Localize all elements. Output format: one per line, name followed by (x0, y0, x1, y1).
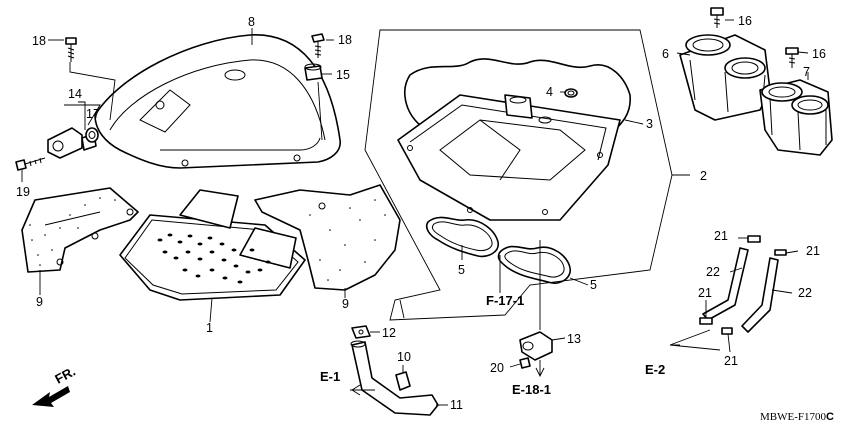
clip-10 (395, 371, 411, 391)
screw-18-left (65, 37, 77, 62)
label-20: 20 (490, 361, 504, 375)
screw-20 (519, 357, 531, 369)
reference-labels: F-17-1 E-1 E-2 E-18-1 FR. (52, 293, 665, 397)
screw-16-right (785, 47, 799, 68)
screw-19 (15, 157, 46, 171)
explode-frame (364, 29, 673, 321)
label-10: 10 (397, 350, 411, 364)
label-12: 12 (382, 326, 396, 340)
label-9-right: 9 (342, 297, 349, 311)
grommet-4 (564, 88, 578, 98)
label-22-left: 22 (706, 265, 720, 279)
screw-16-top (710, 7, 724, 28)
label-14: 14 (68, 87, 82, 101)
label-6: 6 (662, 47, 669, 61)
ref-e-2: E-2 (645, 362, 665, 377)
air-cleaner-cover (94, 34, 341, 169)
label-8: 8 (248, 15, 255, 29)
label-9-left: 9 (36, 295, 43, 309)
label-16-top: 16 (738, 14, 752, 28)
label-21-b: 21 (806, 244, 820, 258)
label-13: 13 (567, 332, 581, 346)
ref-f-17-1: F-17-1 (486, 293, 524, 308)
label-1: 1 (206, 321, 213, 335)
label-21-d: 21 (724, 354, 738, 368)
sensor-13 (519, 331, 553, 361)
gasket-5-right (497, 245, 571, 284)
breather-fitting (47, 127, 99, 159)
part-number-labels: 8 18 14 17 19 18 15 9 1 9 4 3 2 5 5 6 7 … (16, 14, 826, 412)
foam-seal-left (21, 187, 139, 273)
leader-lines (21, 19, 809, 406)
label-5-left: 5 (458, 263, 465, 277)
label-4: 4 (546, 85, 553, 99)
label-19: 19 (16, 185, 30, 199)
air-cleaner-case (397, 94, 621, 221)
label-7: 7 (803, 65, 810, 79)
label-18-right: 18 (338, 33, 352, 47)
diagram-code: MBWE-F1700C (760, 411, 834, 423)
label-2: 2 (700, 169, 707, 183)
air-filter-element (119, 189, 306, 301)
breather-tube-11 (350, 340, 439, 416)
clips-21 (699, 235, 787, 335)
ref-e-1: E-1 (320, 369, 340, 384)
front-direction-arrow (32, 386, 70, 407)
screw-18-right (311, 33, 325, 58)
front-direction-label: FR. (52, 364, 78, 387)
label-5-right: 5 (590, 278, 597, 292)
drain-tube-right (741, 257, 779, 333)
label-15: 15 (336, 68, 350, 82)
ref-e-18-1: E-18-1 (512, 382, 551, 397)
label-11: 11 (450, 398, 463, 412)
label-17: 17 (86, 107, 100, 121)
label-21-c: 21 (698, 286, 712, 300)
drain-tube-left (702, 247, 749, 321)
grommet-15 (304, 63, 323, 81)
foam-seal-right (254, 184, 401, 291)
clip-12 (351, 325, 371, 339)
label-3: 3 (646, 117, 653, 131)
label-16-right: 16 (812, 47, 826, 61)
funnel-7 (759, 79, 833, 156)
gasket-5-left (425, 216, 499, 258)
label-18-left: 18 (32, 34, 46, 48)
label-22-right: 22 (798, 286, 812, 300)
funnel-6 (679, 34, 771, 121)
label-21-a: 21 (714, 229, 728, 243)
